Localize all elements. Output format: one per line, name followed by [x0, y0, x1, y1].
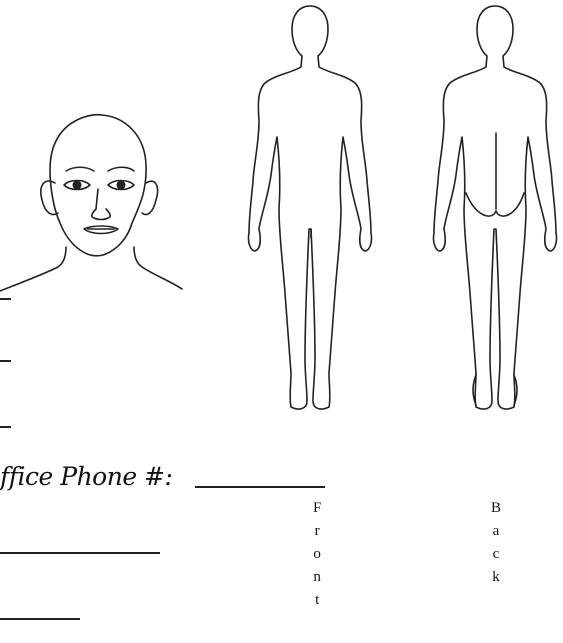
front-letter: F [313, 497, 321, 520]
blank-line[interactable] [0, 618, 80, 620]
front-vertical-label: F r o n t [313, 497, 321, 612]
back-vertical-label: B a c k [491, 497, 501, 589]
office-phone-blank-line[interactable] [195, 486, 325, 488]
body-back-icon [430, 3, 560, 415]
body-front-icon [245, 3, 375, 415]
blank-line[interactable] [0, 360, 11, 362]
front-letter: n [313, 566, 321, 589]
front-letter: r [315, 520, 320, 543]
back-letter: a [493, 520, 500, 543]
office-phone-label: ffice Phone #: [0, 462, 172, 491]
blank-line[interactable] [0, 298, 11, 300]
blank-line[interactable] [0, 552, 160, 554]
front-letter: t [315, 589, 319, 612]
back-letter: B [491, 497, 501, 520]
blank-line[interactable] [0, 426, 11, 428]
head-portrait-icon [0, 105, 185, 300]
back-letter: k [492, 566, 500, 589]
back-letter: c [493, 543, 500, 566]
front-letter: o [313, 543, 321, 566]
